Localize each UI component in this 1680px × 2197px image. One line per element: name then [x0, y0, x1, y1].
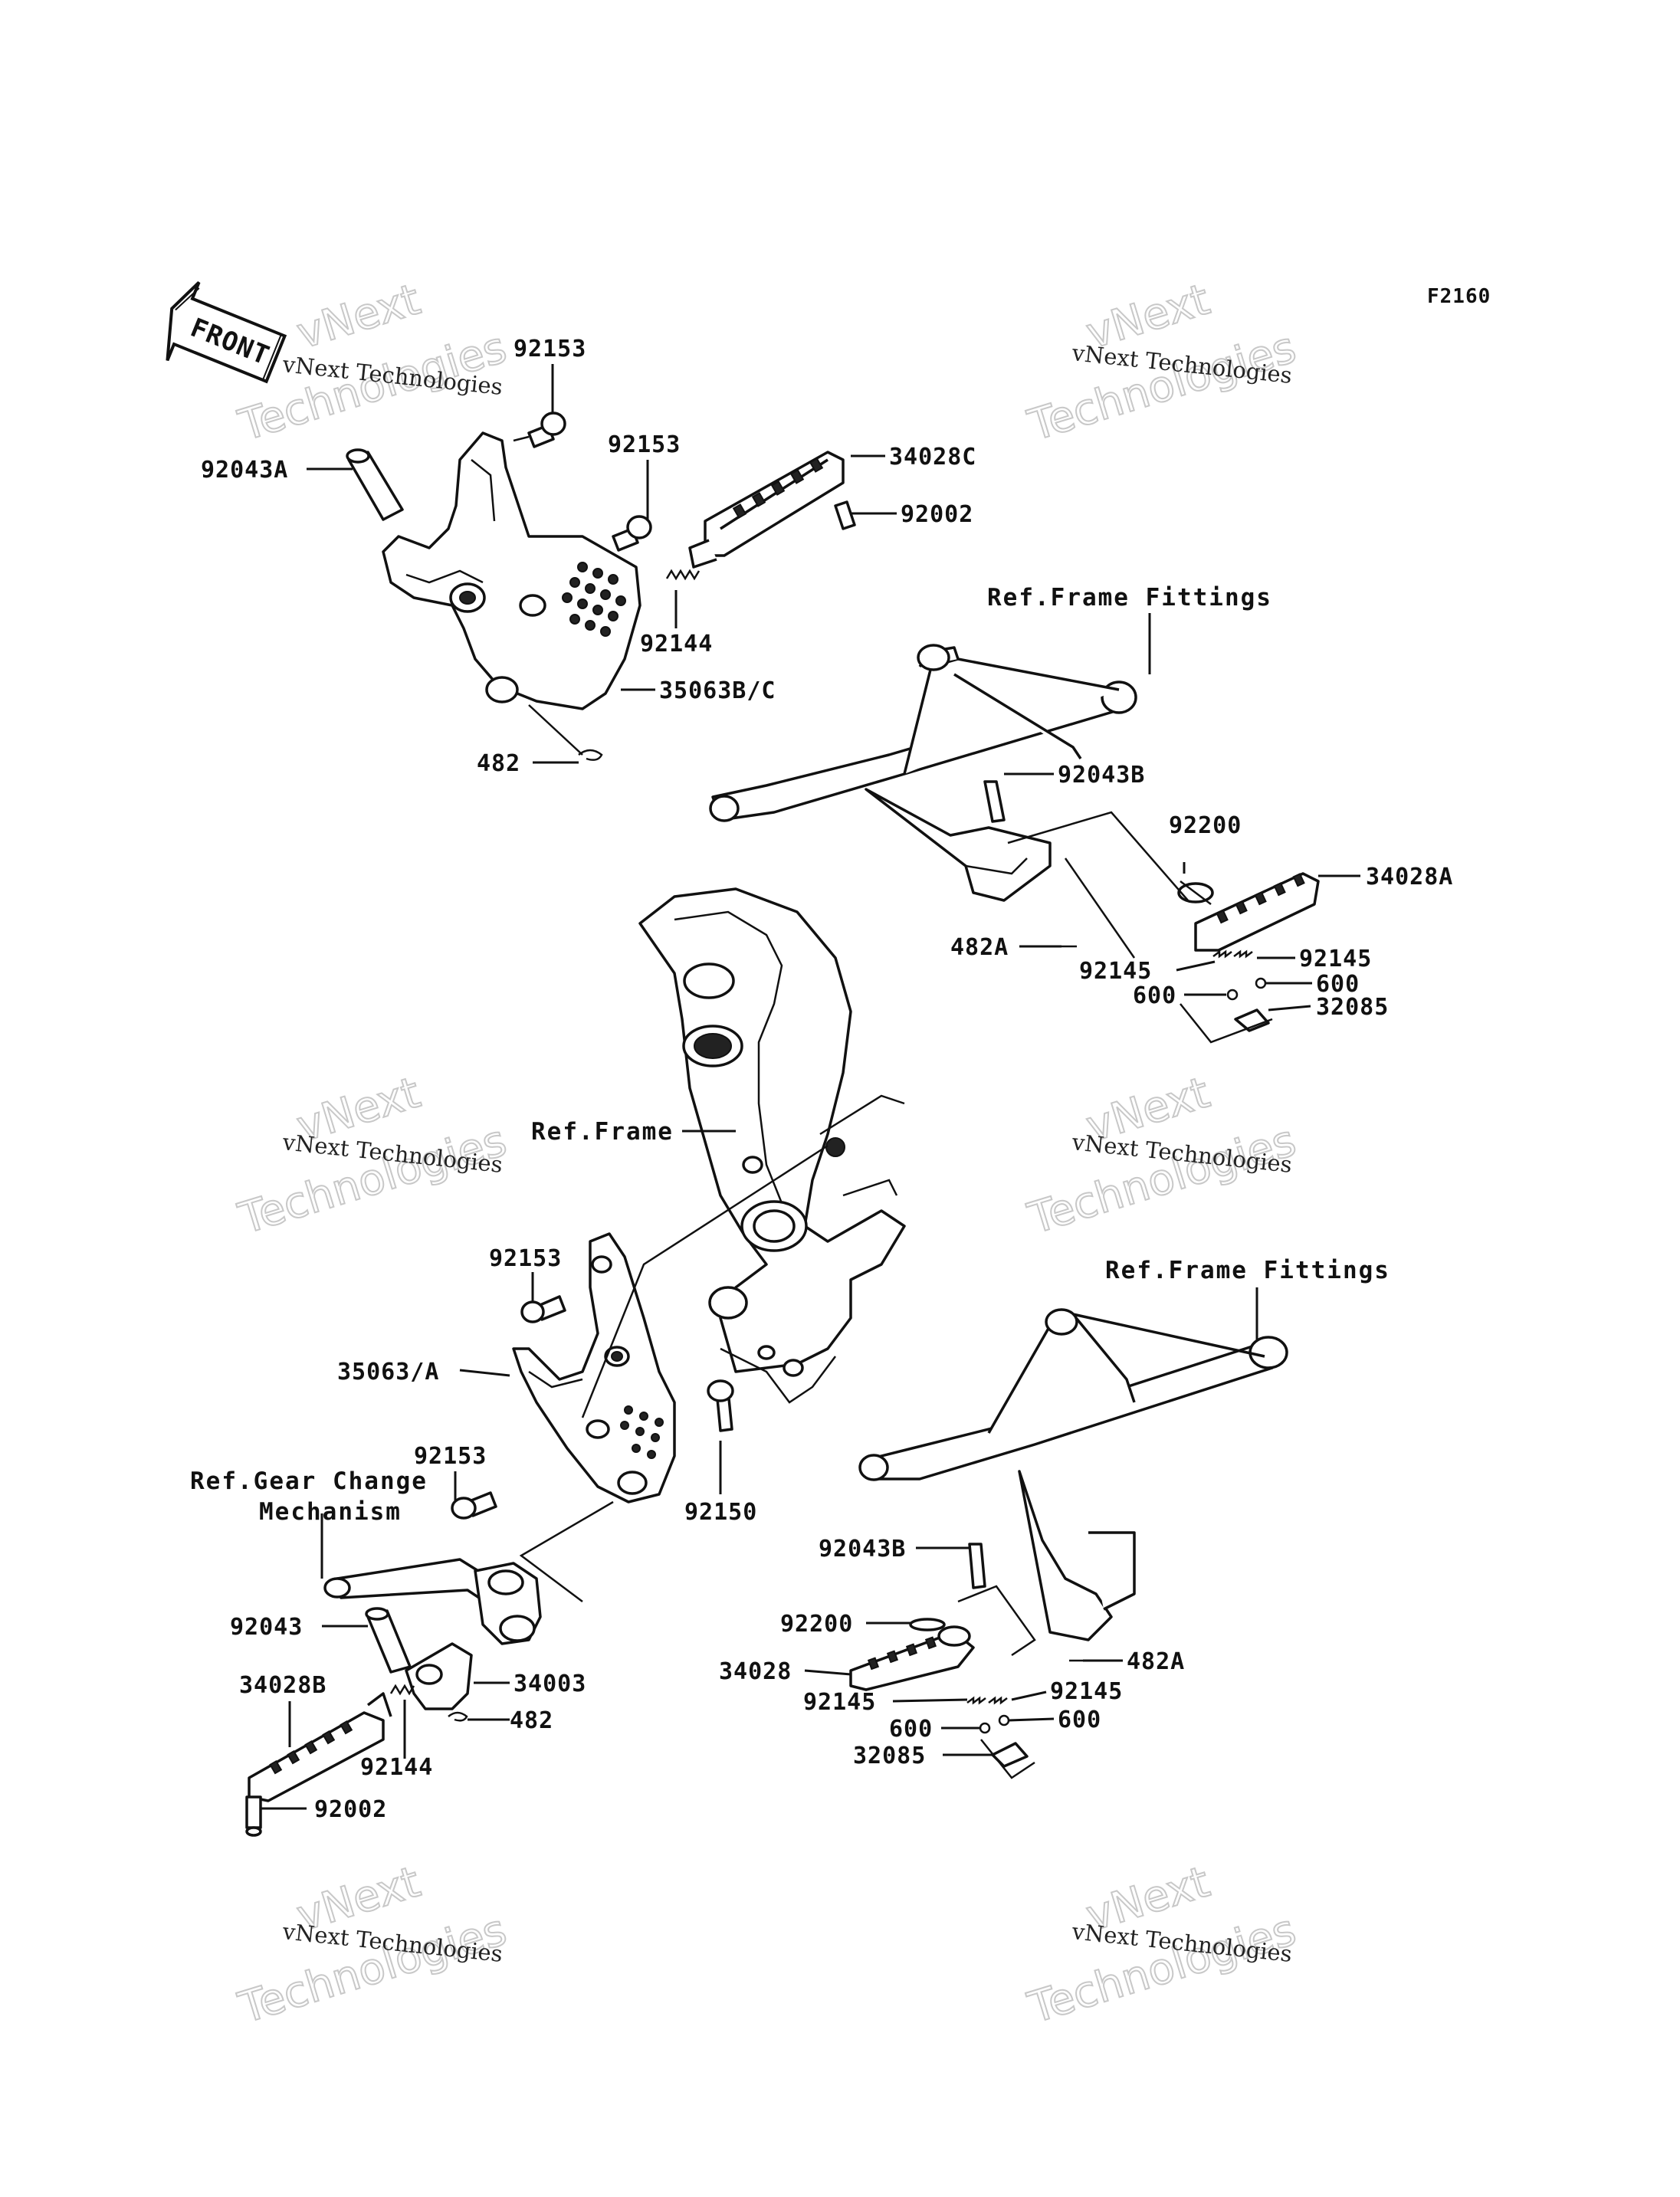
- part-label-34028b: 34028B: [239, 1672, 326, 1699]
- frame-fitting-top: [709, 644, 1320, 1044]
- part-label-32085: 32085: [1316, 994, 1389, 1021]
- part-label-92145: 92145: [1299, 946, 1372, 972]
- main-frame: [638, 887, 906, 1404]
- part-label-482a: 482A: [950, 934, 1009, 961]
- svg-text:Technologies: Technologies: [233, 1905, 512, 2034]
- svg-text:Technologies: Technologies: [1022, 1116, 1301, 1244]
- watermark-mid-right: vNext Technologies vNext Technologies: [1022, 1067, 1302, 1244]
- footpeg-34028b: [245, 1692, 392, 1837]
- svg-text:Technologies: Technologies: [1022, 323, 1301, 451]
- leaders-top-left: [307, 364, 897, 764]
- part-label-600: 600: [1133, 982, 1176, 1009]
- part-label-92145: 92145: [1079, 958, 1152, 985]
- part-label-34028c: 34028C: [889, 444, 976, 471]
- watermark-bottom-right: vNext Technologies vNext Technologies: [1022, 1856, 1302, 2034]
- footpeg-34028a: [1177, 872, 1320, 952]
- ref-label-frame-fittings: Ref.Frame Fittings: [1105, 1257, 1390, 1284]
- frame-fitting-bottom: [849, 1308, 1288, 1779]
- rear-step-bracket-top: [346, 412, 856, 761]
- part-label-92144: 92144: [640, 631, 713, 657]
- part-label-92200: 92200: [780, 1611, 853, 1638]
- part-label-35063a: 35063/A: [337, 1359, 439, 1385]
- part-label-92153: 92153: [514, 336, 586, 362]
- part-label-482a: 482A: [1127, 1648, 1185, 1675]
- part-label-600: 600: [1316, 971, 1360, 998]
- ref-label-frame-fittings: Ref.Frame Fittings: [987, 584, 1272, 612]
- part-label-482: 482: [477, 750, 520, 777]
- diagram-code: F2160: [1427, 285, 1491, 308]
- watermark-bottom-left: vNext Technologies vNext Technologies: [232, 1856, 513, 2034]
- footpeg-34028: [849, 1625, 975, 1691]
- part-label-32085: 32085: [853, 1743, 926, 1769]
- part-label-600: 600: [889, 1716, 933, 1743]
- leaders-bottom-left: [261, 1272, 722, 1810]
- part-label-92150: 92150: [684, 1499, 757, 1526]
- footpeg-34028c: [688, 451, 856, 569]
- leaders-top-right: [1004, 613, 1360, 1012]
- bolt-icon: [513, 412, 566, 448]
- svg-text:Technologies: Technologies: [1022, 1905, 1301, 2034]
- part-label-34003: 34003: [514, 1671, 586, 1697]
- part-label-34028a: 34028A: [1366, 864, 1453, 890]
- svg-text:Technologies: Technologies: [233, 1116, 512, 1244]
- part-label-92153: 92153: [489, 1245, 562, 1272]
- part-label-92043b: 92043B: [1058, 762, 1145, 789]
- bolt-icon: [612, 515, 652, 552]
- part-label-92043b: 92043B: [819, 1536, 906, 1562]
- part-label-92153: 92153: [414, 1443, 487, 1470]
- part-label-92043a: 92043A: [201, 457, 288, 484]
- ref-label-gear-change-mechanism: Mechanism: [259, 1498, 402, 1526]
- ref-label-gear-change: Ref.Gear Change: [190, 1467, 428, 1495]
- part-label-482: 482: [510, 1707, 553, 1734]
- part-label-92145: 92145: [1050, 1678, 1123, 1705]
- watermark-mid-left: vNext Technologies vNext Technologies: [232, 1067, 513, 1244]
- svg-text:vNext: vNext: [291, 274, 425, 359]
- part-label-92002: 92002: [314, 1796, 387, 1823]
- part-label-92043: 92043: [230, 1614, 303, 1641]
- part-label-92153: 92153: [608, 431, 681, 458]
- watermark-top-right: vNext Technologies vNext Technologies: [1022, 274, 1302, 451]
- part-label-600: 600: [1058, 1707, 1101, 1733]
- front-arrow-icon: FRONT: [166, 280, 287, 384]
- rider-step-bracket-bottom: [245, 1144, 829, 1837]
- part-label-92144: 92144: [360, 1754, 433, 1781]
- part-label-92200: 92200: [1169, 812, 1242, 839]
- part-label-92145: 92145: [803, 1689, 876, 1716]
- leaders-bottom-right: [804, 1287, 1258, 1756]
- ref-label-frame: Ref.Frame: [531, 1118, 674, 1146]
- part-label-34028: 34028: [719, 1658, 792, 1685]
- part-label-92002: 92002: [901, 501, 973, 528]
- part-label-35063bc: 35063B/C: [659, 677, 776, 704]
